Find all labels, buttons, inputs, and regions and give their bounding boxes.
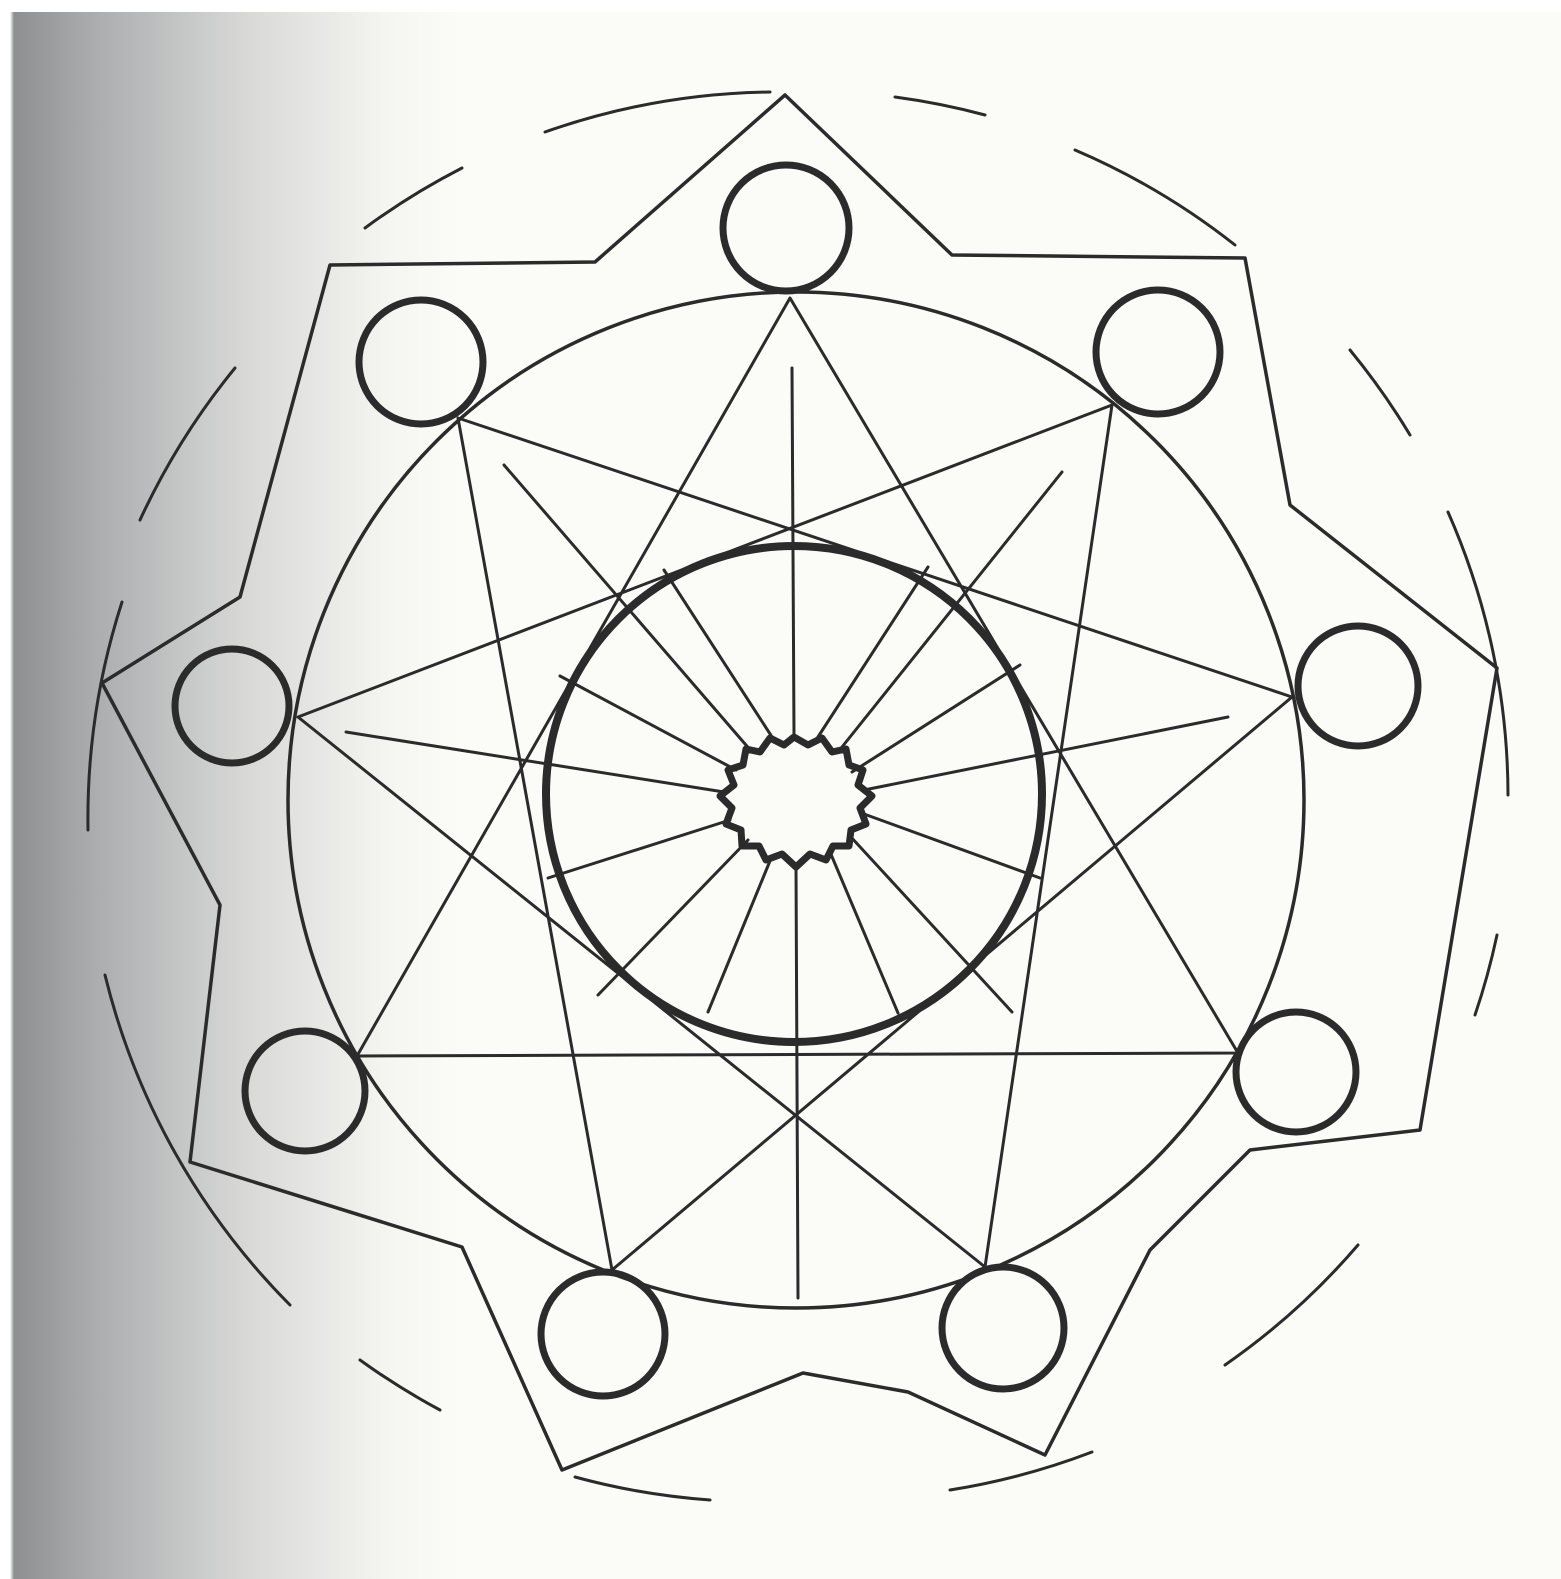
ray (548, 820, 730, 878)
ray (850, 836, 1012, 1012)
ray (796, 866, 798, 1298)
small-circle (942, 1267, 1064, 1389)
small-circle (245, 1031, 365, 1151)
ray (504, 465, 752, 752)
outer-arc (575, 1477, 710, 1500)
triangle-b (298, 405, 1112, 1267)
outer-arc (88, 602, 122, 830)
ray (708, 856, 772, 1012)
small-circle (1096, 290, 1220, 414)
ray (560, 676, 736, 770)
small-circle (359, 300, 483, 424)
small-circle (723, 165, 849, 291)
ray (816, 567, 928, 740)
outer-arc (950, 1452, 1092, 1490)
ray (852, 665, 1020, 772)
ray (864, 814, 1040, 878)
outer-arc (105, 975, 290, 1305)
outer-arc (140, 368, 235, 520)
triangle-c (458, 418, 1292, 1270)
small-circle (541, 1272, 665, 1396)
outer-zigzag-star (102, 95, 1497, 1470)
ennagram (298, 298, 1292, 1270)
ray (346, 732, 724, 792)
outer-arc (1075, 150, 1235, 245)
outer-arc (365, 168, 462, 228)
outer-arc (1475, 935, 1497, 1015)
outer-arc (545, 92, 770, 132)
outer-arc (1350, 350, 1410, 435)
outer-arc (1225, 1245, 1358, 1365)
outer-arc (895, 97, 985, 115)
outer-arc (360, 1360, 440, 1410)
small-circle (1298, 626, 1418, 746)
small-circle (1236, 1012, 1356, 1132)
small-circle (175, 649, 289, 763)
ray (792, 368, 794, 735)
